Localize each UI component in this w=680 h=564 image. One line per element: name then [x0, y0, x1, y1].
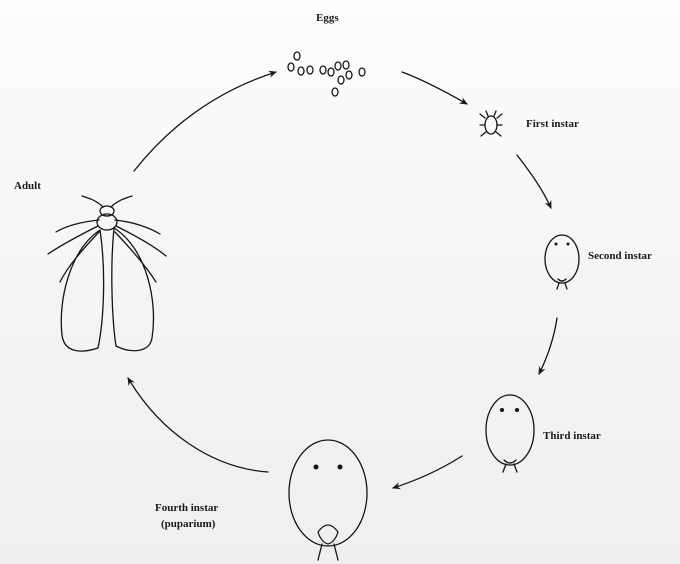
- arrow-first-to-second-instar: [517, 155, 551, 208]
- arrow-fourth-instar-to-adult: [128, 378, 268, 472]
- third-instar-label: Third instar: [543, 430, 601, 443]
- fourth-instar-label: Fourth instar: [155, 502, 218, 515]
- arrow-second-to-third-instar: [539, 318, 557, 374]
- eggs-label: Eggs: [316, 12, 339, 25]
- fourth-instar-illustration: [289, 440, 367, 560]
- first-instar-label: First instar: [526, 118, 579, 131]
- second-instar-label: Second instar: [588, 250, 652, 263]
- cycle-arrows: [128, 72, 557, 488]
- puparium-label: (puparium): [161, 518, 215, 531]
- arrow-eggs-to-first-instar: [402, 72, 467, 104]
- adult-illustration: [48, 196, 166, 351]
- eggs-illustration: [288, 52, 365, 96]
- third-instar-illustration: [486, 395, 534, 472]
- second-instar-illustration: [545, 235, 579, 289]
- arrow-third-to-fourth-instar: [393, 456, 462, 488]
- first-instar-illustration: [480, 111, 502, 136]
- arrow-adult-to-eggs: [134, 72, 276, 171]
- adult-label: Adult: [14, 180, 41, 193]
